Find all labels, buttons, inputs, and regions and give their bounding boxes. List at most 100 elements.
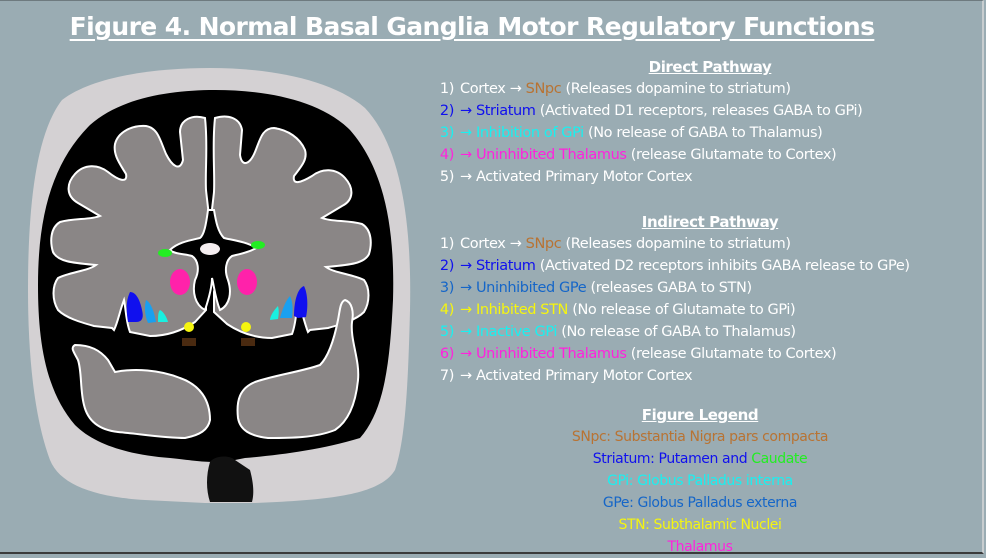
thalamus-left xyxy=(170,269,190,295)
step-text-part: (No release of GABA to Thalamus) xyxy=(583,125,823,141)
indirect-step: 4) → Inhibited STN (No release of Glutama… xyxy=(430,299,986,321)
figure-legend: Figure Legend SNpc: Substantia Nigra par… xyxy=(540,404,860,558)
putamen-right xyxy=(294,286,308,318)
step-text-part: → Striatum xyxy=(460,258,536,274)
legend-item-text: GPi: Globus Palladus interna xyxy=(607,473,793,489)
legend-item-text: Caudate xyxy=(751,451,808,467)
gpe-left xyxy=(144,300,156,323)
step-text-part: → Inactive GPi xyxy=(460,324,557,340)
stn-left xyxy=(184,322,194,332)
direct-step: 4) → Uninhibited Thalamus (release Glutam… xyxy=(430,144,986,166)
right-temporal-lobe xyxy=(236,298,360,440)
legend-item-text: GPe: Globus Palladus externa xyxy=(602,495,798,511)
indirect-step: 3) → Uninhibited GPe (releases GABA to ST… xyxy=(430,277,986,299)
step-number: 5) xyxy=(439,169,454,185)
legend-item-text: Thalamus xyxy=(667,539,733,555)
indirect-step: 2) → Striatum (Activated D2 receptors inh… xyxy=(430,255,986,277)
legend-item: Thalamus xyxy=(540,536,860,558)
step-number: 4) xyxy=(439,147,454,163)
direct-step: 3) → Inhibition of GPi (No release of GAB… xyxy=(430,122,986,144)
putamen-left xyxy=(126,292,143,322)
left-temporal-lobe xyxy=(71,343,212,440)
step-text: Cortex → SNpc (Releases dopamine to stri… xyxy=(460,233,791,255)
step-text-part: SNpc xyxy=(525,81,562,97)
indirect-step: 5) → Inactive GPi (No release of GABA to … xyxy=(430,321,986,343)
step-text-part: Cortex → xyxy=(460,236,526,252)
gpi-left xyxy=(158,310,168,322)
step-number: 3) xyxy=(439,125,454,141)
snpc-right xyxy=(241,338,255,346)
step-text-part: SNpc xyxy=(525,236,562,252)
figure-title: Figure 4. Normal Basal Ganglia Motor Reg… xyxy=(69,12,875,41)
step-text-part: (release Glutamate to Cortex) xyxy=(626,147,837,163)
step-text: → Inactive GPi (No release of GABA to Th… xyxy=(460,321,796,343)
caudate-left xyxy=(158,249,172,257)
legend-item-text: Striatum: Putamen and xyxy=(592,451,752,467)
step-text: Cortex → SNpc (Releases dopamine to stri… xyxy=(460,78,791,100)
legend-heading: Figure Legend xyxy=(641,406,759,424)
direct-pathway: Direct Pathway 1) Cortex → SNpc (Releases… xyxy=(430,56,986,188)
step-text: → Uninhibited GPe (releases GABA to STN) xyxy=(460,277,752,299)
step-text-part: → Activated Primary Motor Cortex xyxy=(460,368,693,384)
step-text-part: (Releases dopamine to striatum) xyxy=(561,81,791,97)
direct-step: 5) → Activated Primary Motor Cortex xyxy=(430,166,986,188)
brainstem xyxy=(207,456,254,502)
legend-item: SNpc: Substantia Nigra pars compacta xyxy=(540,426,860,448)
step-number: 5) xyxy=(439,324,454,340)
indirect-step: 6)→ Uninhibited Thalamus (release Glutam… xyxy=(430,343,986,365)
gpi-right xyxy=(270,306,279,320)
caudate-right xyxy=(251,241,265,249)
legend-item-text: STN: Subthalamic Nuclei xyxy=(618,517,782,533)
step-text-part: (No release of Glutamate to GPi) xyxy=(568,302,796,318)
step-text-part: → Inhibition of GPi xyxy=(460,125,584,141)
step-number: 3) xyxy=(439,280,454,296)
legend-item: GPe: Globus Palladus externa xyxy=(540,492,860,514)
indirect-pathway-heading: Indirect Pathway xyxy=(641,213,779,231)
indirect-pathway: Indirect Pathway 1) Cortex → SNpc (Releas… xyxy=(430,211,986,387)
step-text-part: (No release of GABA to Thalamus) xyxy=(557,324,796,340)
step-text: → Inhibited STN (No release of Glutamate… xyxy=(460,299,796,321)
legend-item-text: SNpc: Substantia Nigra pars compacta xyxy=(571,429,829,445)
step-number: 1) xyxy=(439,81,454,97)
thalamus-right xyxy=(237,269,257,295)
step-text-part: → Uninhibited Thalamus xyxy=(460,346,627,362)
step-text-part: (Releases dopamine to striatum) xyxy=(561,236,791,252)
step-text-part: → Uninhibited GPe xyxy=(460,280,587,296)
step-text-part: → Inhibited STN xyxy=(460,302,569,318)
brain-coronal-section xyxy=(28,68,411,503)
step-text: → Uninhibited Thalamus (release Glutamat… xyxy=(460,343,837,365)
septum xyxy=(200,243,220,255)
legend-item: GPi: Globus Palladus interna xyxy=(540,470,860,492)
step-number: 7) xyxy=(439,368,454,384)
step-number: 2) xyxy=(439,258,454,274)
indirect-pathway-steps: 1) Cortex → SNpc (Releases dopamine to st… xyxy=(430,233,986,387)
step-number: 4) xyxy=(439,302,454,318)
step-number: 1) xyxy=(439,236,454,252)
legend-item: STN: Subthalamic Nuclei xyxy=(540,514,860,536)
gpe-right xyxy=(280,296,293,318)
step-text: → Striatum (Activated D1 receptors, rele… xyxy=(460,100,863,122)
legend-item: Striatum: Putamen and Caudate xyxy=(540,448,860,470)
step-text-part: (release Glutamate to Cortex) xyxy=(626,346,837,362)
direct-step: 1) Cortex → SNpc (Releases dopamine to st… xyxy=(430,78,986,100)
direct-pathway-heading: Direct Pathway xyxy=(648,58,772,76)
step-number: 2) xyxy=(439,103,454,119)
step-text: → Activated Primary Motor Cortex xyxy=(460,365,693,387)
step-text: → Uninhibited Thalamus (release Glutamat… xyxy=(460,144,837,166)
step-text-part: → Uninhibited Thalamus xyxy=(460,147,627,163)
step-text-part: (Activated D1 receptors, releases GABA t… xyxy=(535,103,863,119)
indirect-step: 7) → Activated Primary Motor Cortex xyxy=(430,365,986,387)
step-text-part: (Activated D2 receptors inhibits GABA re… xyxy=(535,258,910,274)
step-text: → Activated Primary Motor Cortex xyxy=(460,166,693,188)
step-text-part: → Activated Primary Motor Cortex xyxy=(460,169,693,185)
indirect-step: 1) Cortex → SNpc (Releases dopamine to st… xyxy=(430,233,986,255)
direct-pathway-steps: 1) Cortex → SNpc (Releases dopamine to st… xyxy=(430,78,986,188)
step-text-part: → Striatum xyxy=(460,103,536,119)
snpc-left xyxy=(182,338,196,346)
step-text: → Inhibition of GPi (No release of GABA … xyxy=(460,122,823,144)
step-text: → Striatum (Activated D2 receptors inhib… xyxy=(460,255,910,277)
step-text-part: (releases GABA to STN) xyxy=(586,280,752,296)
direct-step: 2) → Striatum (Activated D1 receptors, re… xyxy=(430,100,986,122)
